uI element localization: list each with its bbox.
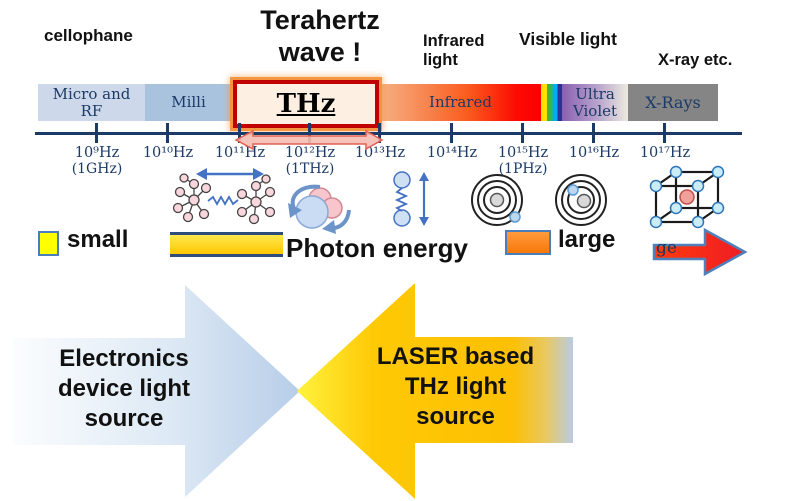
infrared-light-label: Infrared light (423, 32, 485, 69)
laser-source-label: LASER based THz light source (376, 343, 535, 430)
tick-label-1e9: 10⁹Hz(1GHz) (71, 145, 123, 177)
thz-label: THz (276, 89, 336, 119)
axis-tick (308, 123, 311, 143)
frequency-axis (35, 132, 742, 135)
photon-energy-gradient-bar (170, 232, 283, 257)
tick-label-1e16: 10¹⁶Hz (568, 145, 620, 161)
electronics-arrow (13, 285, 300, 497)
diatomic-stretch-icon (393, 171, 429, 227)
photon-energy-large-swatch (505, 230, 551, 255)
tick-label-1e10: 10¹⁰Hz (142, 145, 194, 161)
axis-tick (378, 123, 381, 143)
axis-tick (238, 123, 241, 143)
tick-label-1e14: 10¹⁴Hz (426, 145, 478, 161)
xray-etc-label: X-ray etc. (658, 51, 733, 69)
segment-thz-highlight-box: THz (233, 80, 379, 128)
segment-milli: Milli (145, 84, 232, 121)
tick-label-1e17: 10¹⁷Hz (639, 145, 691, 161)
laser-arrow (297, 283, 573, 499)
atom-inner-shell-electron-icon (555, 174, 607, 226)
segment-ultraviolet: Ultra Violet (562, 84, 628, 121)
source-arrows-graphic (13, 283, 573, 499)
segment-visible-rainbow (541, 84, 562, 121)
segment-infrared: Infrared (380, 84, 541, 121)
molecule-rotation-icon (288, 184, 351, 234)
cellophane-label: cellophane (44, 26, 133, 45)
tick-label-1e15: 10¹⁵Hz(1PHz) (497, 145, 549, 177)
segment-micro-rf: Micro and RF (38, 84, 145, 121)
axis-tick (521, 123, 524, 143)
photon-energy-small-label: small (67, 226, 129, 253)
segment-xrays: X-Rays (628, 84, 718, 121)
crystal-lattice-icon (649, 165, 725, 229)
photon-energy-title: Photon energy (286, 233, 469, 263)
photon-energy-increase-arrow (652, 227, 748, 277)
axis-tick (95, 123, 98, 143)
terahertz-wave-label: Terahertz wave ! (260, 5, 380, 67)
thz-range-arrow (234, 129, 384, 151)
photon-energy-small-swatch (38, 231, 59, 256)
electronics-source-label: Electronics device light source (57, 345, 191, 432)
axis-tick (592, 123, 595, 143)
atom-outer-shell-electron-icon (471, 174, 523, 226)
axis-tick (663, 123, 666, 143)
tick-label-1e12: 10¹²Hz(1THz) (284, 145, 336, 177)
axis-tick (166, 123, 169, 143)
arrow-overlap-text: ge (656, 238, 677, 258)
branched-molecules-vibration-icon (172, 168, 276, 225)
photon-energy-large-label: large (558, 226, 616, 253)
visible-light-label: Visible light (519, 29, 617, 49)
axis-tick (450, 123, 453, 143)
